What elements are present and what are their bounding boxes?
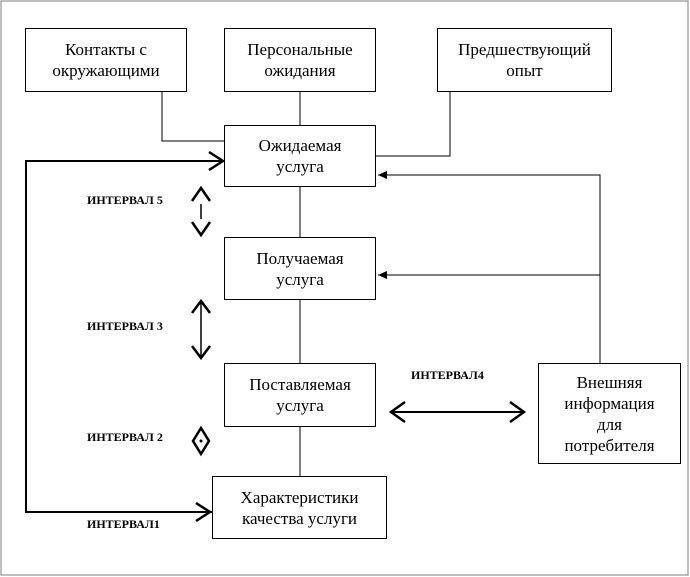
box-delivered-service: Поставляемая услуга <box>224 363 376 427</box>
gap1-arrowhead-top <box>208 150 226 172</box>
box-past-experience: Предшествующий опыт <box>437 28 612 92</box>
gap1-label: ИНТЕРВАЛ1 <box>87 517 160 531</box>
arrow-external-to-expected <box>378 171 601 363</box>
gap1-bracket-line <box>25 160 224 513</box>
box-quality-specs: Характеристики качества услуги <box>212 476 387 539</box>
box-contacts: Контакты с окружающими <box>25 28 187 92</box>
box-external-info: Внешняя информация для потребителя <box>538 363 681 464</box>
connector-contacts-expected <box>161 92 226 142</box>
gap4-label: ИНТЕРВАЛ4 <box>411 368 484 382</box>
gap2-double-arrow <box>191 425 211 457</box>
connector-experience-expected <box>376 92 451 157</box>
gap4-double-arrow <box>388 400 527 424</box>
gap5-double-arrow <box>190 185 212 238</box>
gap5-label: ИНТЕРВАЛ 5 <box>87 193 163 207</box>
gap3-double-arrow <box>191 298 211 361</box>
gap1-arrowhead-bottom <box>195 501 213 523</box>
gap3-label: ИНТЕРВАЛ 3 <box>87 319 163 333</box>
box-received-service: Получаемая услуга <box>224 237 376 300</box>
box-expected-service: Ожидаемая услуга <box>224 125 376 187</box>
gap2-label: ИНТЕРВАЛ 2 <box>87 430 163 444</box>
box-personal-expectations: Персональные ожидания <box>224 28 376 92</box>
